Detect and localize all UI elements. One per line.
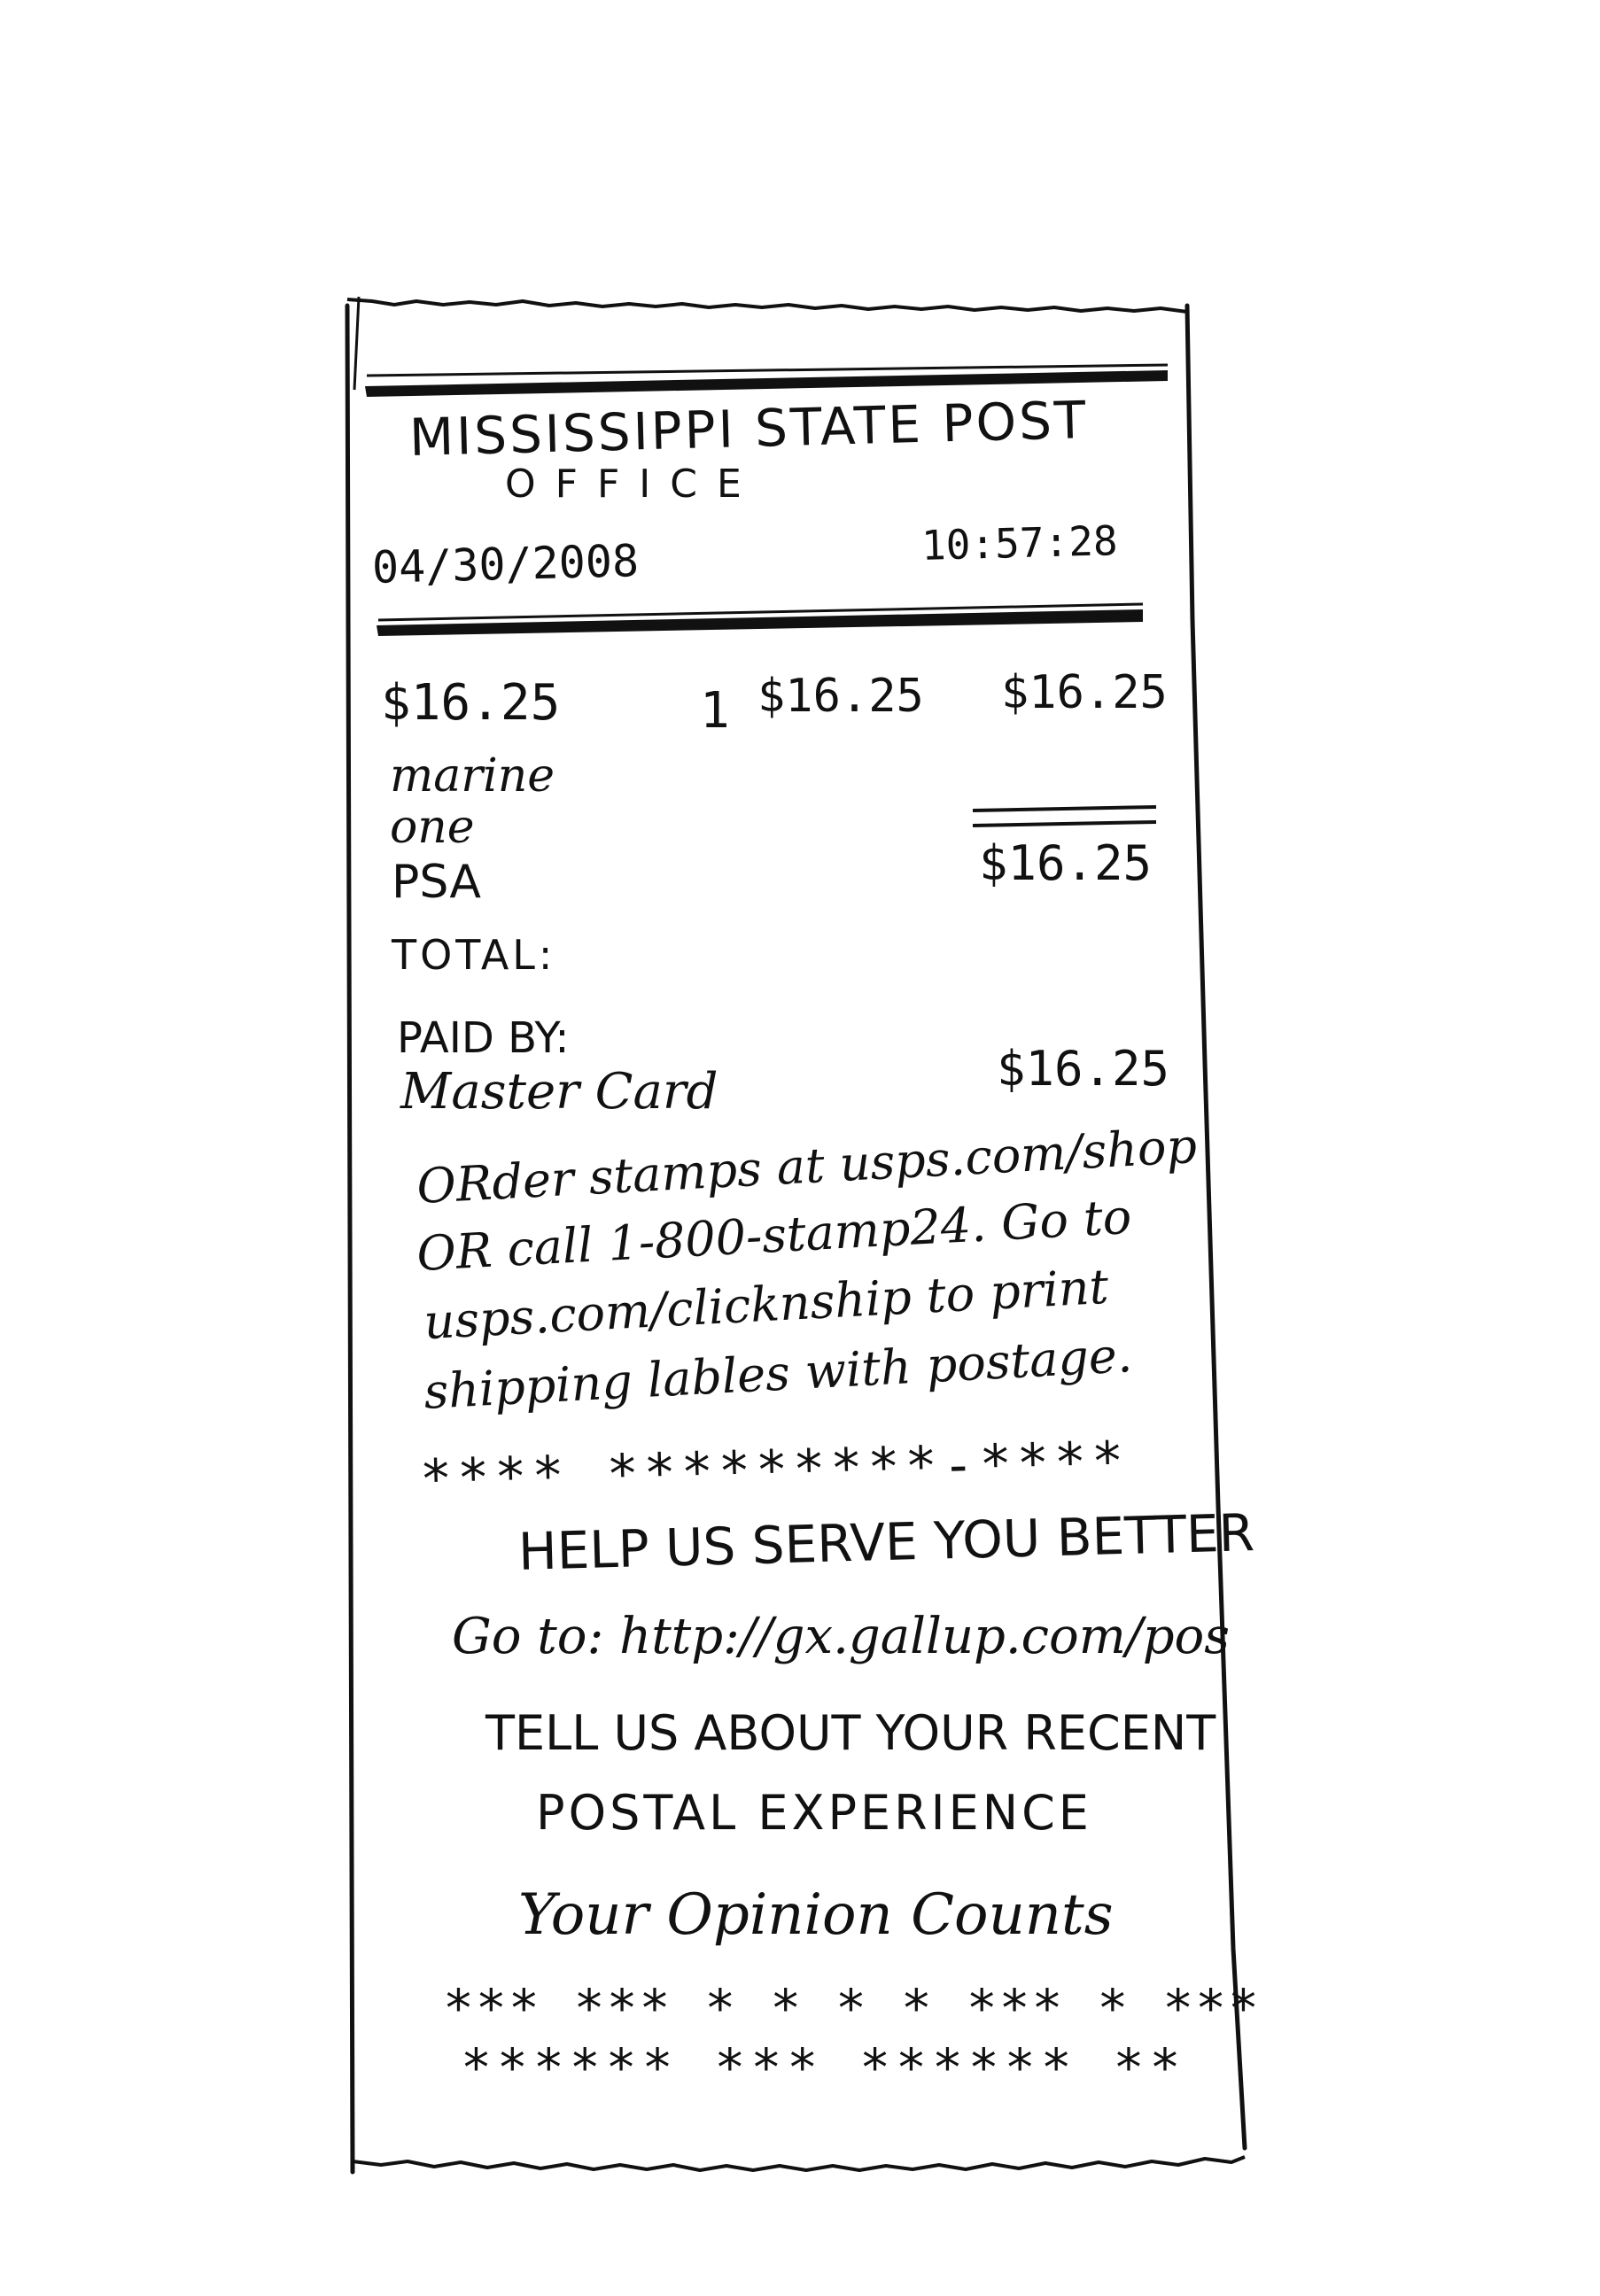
item-desc-line1: marine: [390, 749, 555, 803]
receipt-left-inner-edge: [353, 296, 361, 391]
tell-us-line2: POSTAL EXPERIENCE: [536, 1785, 1092, 1841]
subtotal-rule-1: [972, 805, 1157, 812]
receipt-right-edge: [1184, 303, 1247, 2151]
item-price-mid: $16.25: [757, 670, 924, 723]
payment-amount: $16.25: [997, 1041, 1170, 1097]
item-desc-line2: one: [390, 801, 475, 854]
payment-method: Master Card: [400, 1063, 718, 1121]
receipt-top-edge: [346, 298, 1188, 314]
store-name-line2: OFFICE: [505, 462, 761, 507]
stars-bottom-row-2: ****** *** ****** **: [461, 2037, 1186, 2098]
total-label: TOTAL:: [392, 931, 556, 979]
item-price-right: $16.25: [1001, 666, 1168, 719]
item-price-left: $16.25: [381, 674, 561, 732]
receipt-time: 10:57:28: [920, 516, 1119, 570]
item-quantity: 1: [700, 682, 730, 740]
subtotal-rule-2: [972, 820, 1157, 827]
item-subtotal: $16.25: [979, 835, 1153, 891]
paid-by-label: PAID BY:: [397, 1013, 570, 1063]
survey-url-text: Go to: http://gx.gallup.com/pos: [452, 1608, 1231, 1665]
item-desc-line3: PSA: [392, 856, 481, 909]
receipt-outline: [345, 303, 355, 2175]
header-bottom-bar-line: [377, 602, 1144, 622]
stars-bottom-row-1: *** *** * * * * *** * ***: [443, 1978, 1261, 2038]
receipt-date: 04/30/2008: [371, 535, 640, 593]
header-bottom-bar: [377, 609, 1143, 636]
tell-us-line1: TELL US ABOUT YOUR RECENT: [485, 1705, 1216, 1761]
opinion-counts-text: Your Opinion Counts: [518, 1882, 1114, 1948]
header-top-bar-line: [366, 363, 1169, 377]
receipt-bottom-edge: [352, 2155, 1246, 2172]
header-top-bar: [365, 370, 1168, 397]
